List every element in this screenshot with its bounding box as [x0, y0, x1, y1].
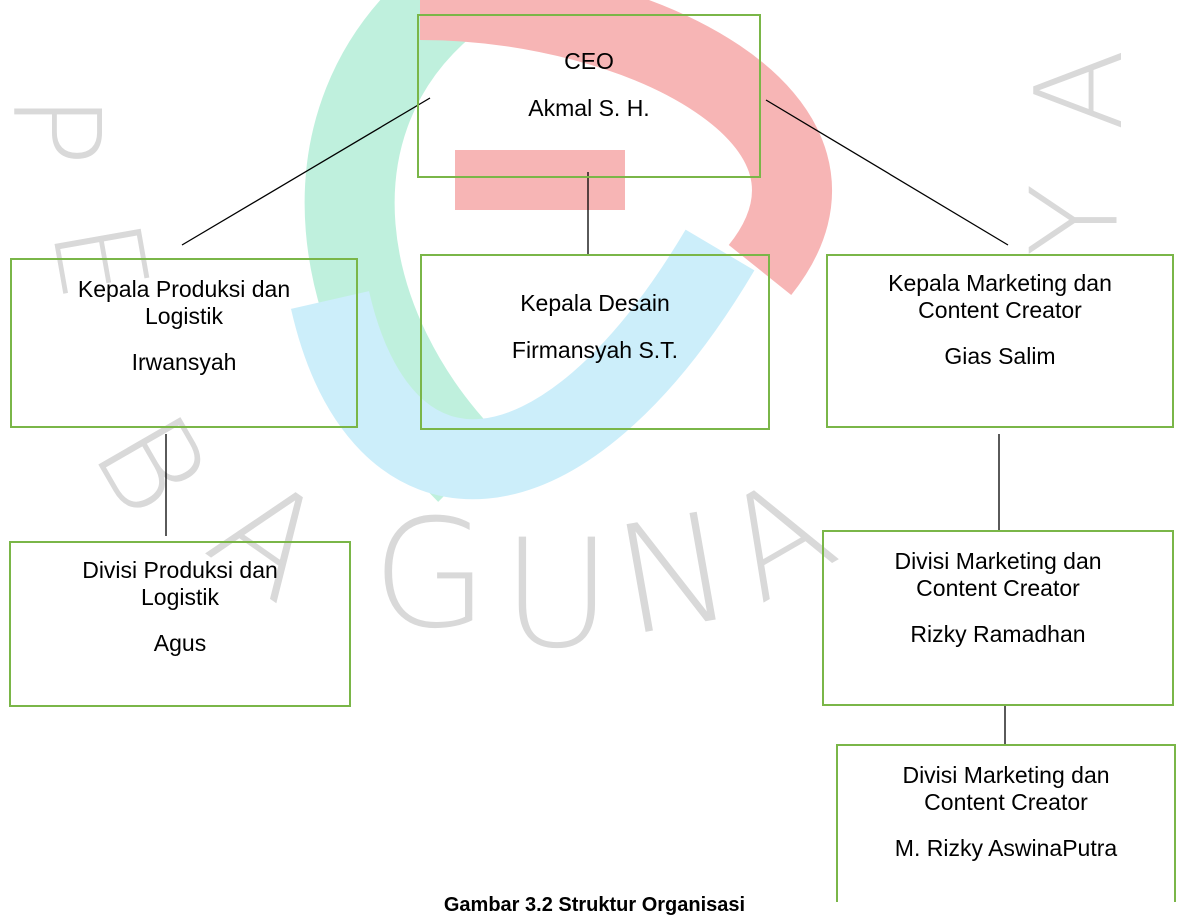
- kepala-desain-name: Firmansyah S.T.: [511, 337, 679, 363]
- divisi-produksi-role: Divisi Produksi dan Logistik: [82, 557, 278, 610]
- watermark-arc-red: [419, 0, 832, 295]
- divisi-marketing-1-name: Rizky Ramadhan: [910, 621, 1086, 647]
- kepala-desain-box: Kepala Desain Firmansyah S.T.: [420, 254, 770, 430]
- divisi-marketing-2-name: M. Rizky AswinaPutra: [894, 835, 1118, 861]
- ceo-role: CEO: [564, 48, 614, 74]
- kepala-produksi-box: Kepala Produksi dan Logistik Irwansyah: [10, 258, 358, 428]
- divisi-marketing-1-role: Divisi Marketing dan Content Creator: [894, 548, 1102, 601]
- watermark-arc-cyan: [291, 229, 755, 500]
- divisi-marketing-1-box: Divisi Marketing dan Content Creator Riz…: [822, 530, 1174, 706]
- kepala-marketing-role: Kepala Marketing dan Content Creator: [888, 270, 1112, 323]
- connector-ceo-marketing: [765, 99, 1009, 246]
- divisi-produksi-box: Divisi Produksi dan Logistik Agus: [9, 541, 351, 707]
- watermark-letter: G: [372, 488, 489, 662]
- kepala-produksi-role: Kepala Produksi dan Logistik: [77, 276, 291, 329]
- divisi-produksi-name: Agus: [153, 630, 207, 656]
- ceo-name: Akmal S. H.: [528, 95, 650, 121]
- connector-ceo-produksi: [181, 97, 431, 246]
- divisi-marketing-2-role: Divisi Marketing dan Content Creator: [902, 762, 1110, 815]
- kepala-desain-role: Kepala Desain: [520, 290, 670, 316]
- figure-caption: Gambar 3.2 Struktur Organisasi: [443, 894, 746, 916]
- kepala-marketing-name: Gias Salim: [944, 343, 1056, 369]
- kepala-produksi-name: Irwansyah: [131, 349, 237, 375]
- divisi-marketing-2-box: Divisi Marketing dan Content Creator M. …: [836, 744, 1176, 902]
- watermark-letter: U: [502, 508, 612, 682]
- kepala-marketing-box: Kepala Marketing dan Content Creator Gia…: [826, 254, 1174, 428]
- watermark-block-red: [455, 150, 625, 210]
- ceo-box: CEO Akmal S. H.: [417, 14, 761, 178]
